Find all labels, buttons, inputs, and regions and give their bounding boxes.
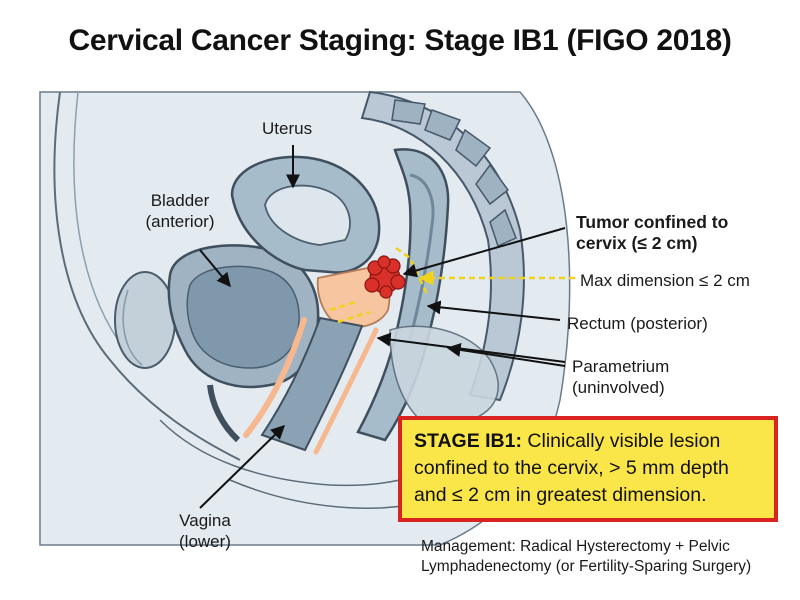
sacrum xyxy=(360,90,525,402)
stage-box-line2: confined to the cervix, > 5 mm depth xyxy=(414,457,729,479)
arrow-tumor xyxy=(402,227,566,278)
abdominal-wall xyxy=(53,91,241,461)
label-parametrium-line2: (uninvolved) xyxy=(572,378,665,397)
management-note: Management: Radical Hysterectomy + Pelvi… xyxy=(421,537,793,577)
label-bladder-line2: (anterior) xyxy=(145,212,215,231)
label-tumor-line1: Tumor confined to xyxy=(576,212,729,232)
label-bladder: Bladder (anterior) xyxy=(122,190,238,232)
arrow-parametrium-1 xyxy=(376,332,566,363)
label-vagina-line2: (lower) xyxy=(179,532,231,551)
arrow-vagina xyxy=(199,425,286,509)
vagina xyxy=(260,316,364,452)
management-line2: Lymphadenectomy (or Fertility-Sparing Su… xyxy=(421,558,752,575)
label-max-dimension: Max dimension ≤ 2 cm xyxy=(580,270,750,291)
arrow-rectum xyxy=(426,300,561,321)
label-tumor: Tumor confined to cervix (≤ 2 cm) xyxy=(576,212,728,254)
label-vagina: Vagina (lower) xyxy=(160,510,250,552)
label-rectum-text: Rectum (posterior) xyxy=(567,314,708,333)
stage-box-line1: STAGE IB1: Clinically visible lesion xyxy=(414,428,764,455)
label-uterus-text: Uterus xyxy=(262,119,313,138)
vertebrae xyxy=(391,99,517,248)
dimension-markers xyxy=(329,246,575,324)
pubic-bone xyxy=(114,271,176,369)
label-max-dimension-text: Max dimension ≤ 2 cm xyxy=(580,271,750,290)
stage-heading: STAGE IB1: xyxy=(414,430,522,452)
leader-arrows xyxy=(199,145,566,509)
label-vagina-line1: Vagina xyxy=(179,511,231,530)
label-parametrium-line1: Parametrium xyxy=(572,357,670,376)
tumor xyxy=(364,255,406,299)
page-title: Cervical Cancer Staging: Stage IB1 (FIGO… xyxy=(68,24,732,57)
label-parametrium: Parametrium (uninvolved) xyxy=(572,356,669,398)
label-uterus: Uterus xyxy=(262,118,312,139)
rectum xyxy=(356,148,450,442)
label-bladder-line1: Bladder xyxy=(150,191,210,210)
label-tumor-line2: cervix (≤ 2 cm) xyxy=(576,233,698,253)
label-rectum: Rectum (posterior) xyxy=(567,313,708,334)
stage-line1-rest: Clinically visible lesion xyxy=(521,430,721,452)
stage-box-line3: and ≤ 2 cm in greatest dimension. xyxy=(414,484,707,506)
management-line1: Management: Radical Hysterectomy + Pelvi… xyxy=(421,538,730,555)
urethra xyxy=(207,384,241,443)
arrow-parametrium-2 xyxy=(446,342,566,367)
stage-description-box: STAGE IB1: Clinically visible lesion con… xyxy=(398,416,778,522)
arrow-bladder xyxy=(199,249,231,288)
